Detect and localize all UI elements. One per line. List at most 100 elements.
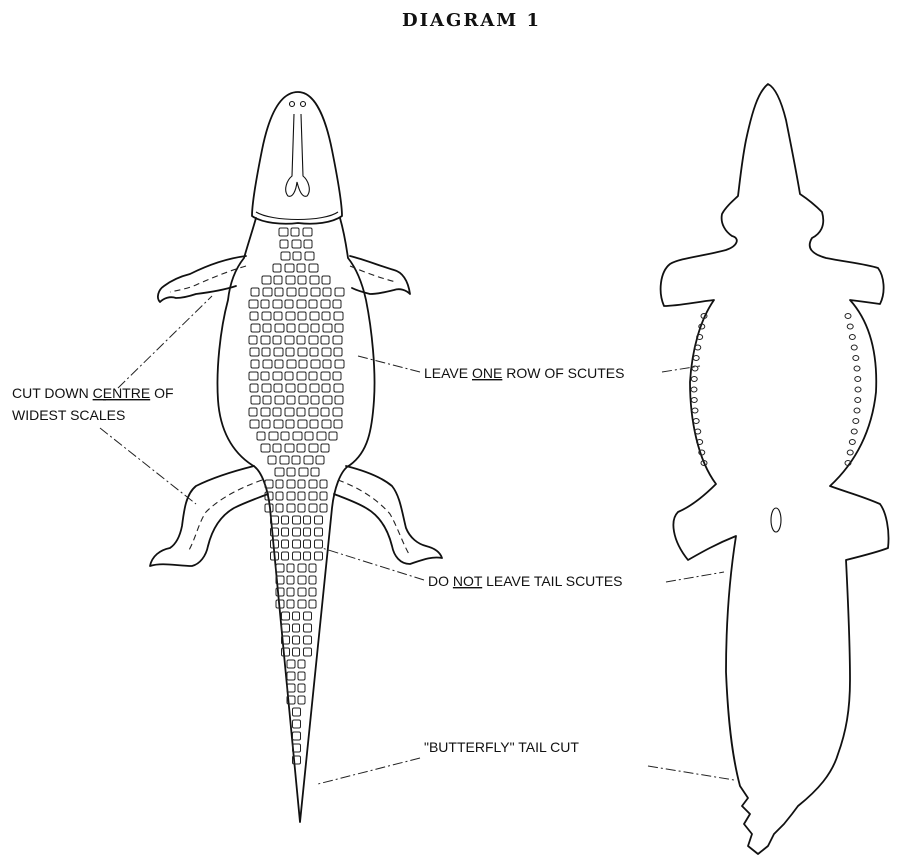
scute xyxy=(274,348,283,356)
scute xyxy=(263,360,272,368)
scute xyxy=(305,432,313,440)
scute xyxy=(309,264,318,272)
scute xyxy=(851,345,857,350)
scute xyxy=(316,456,324,464)
scute xyxy=(293,612,300,620)
label-cut-post: OF xyxy=(150,385,173,401)
scute xyxy=(333,300,341,308)
scute xyxy=(691,387,697,392)
scute xyxy=(287,468,295,476)
scute xyxy=(298,276,306,284)
left-body-outline xyxy=(217,218,374,822)
scute xyxy=(293,708,301,716)
scute xyxy=(274,384,282,392)
left-snout-mark xyxy=(286,114,310,196)
scute xyxy=(297,408,305,416)
scute xyxy=(262,312,271,320)
label-cut-line2: WIDEST SCALES xyxy=(12,407,125,423)
scute xyxy=(297,336,305,344)
label-butterfly-tail-cut: "BUTTERFLY" TAIL CUT xyxy=(318,739,734,784)
scute xyxy=(309,444,318,452)
scute xyxy=(695,345,701,350)
left-jaw-line xyxy=(256,212,338,220)
scute xyxy=(287,324,295,332)
right-scute-rows xyxy=(691,314,861,466)
scute xyxy=(286,348,294,356)
scute xyxy=(855,398,861,403)
scute xyxy=(292,240,301,248)
scute xyxy=(854,408,860,413)
scute xyxy=(287,600,294,608)
scute xyxy=(262,276,271,284)
scute xyxy=(317,432,326,440)
scute xyxy=(304,516,311,524)
scute xyxy=(321,372,330,380)
scute xyxy=(250,312,258,320)
scute xyxy=(692,408,698,413)
scute xyxy=(298,672,305,680)
scute xyxy=(853,419,859,424)
label-butterfly: "BUTTERFLY" TAIL CUT xyxy=(424,739,579,755)
scute xyxy=(275,360,283,368)
label-cut-pre: CUT DOWN xyxy=(12,385,93,401)
scute xyxy=(304,540,311,548)
scute xyxy=(287,588,294,596)
scute xyxy=(251,396,260,404)
scute xyxy=(333,336,342,344)
scute xyxy=(309,564,316,572)
scute xyxy=(304,456,313,464)
scute xyxy=(299,360,307,368)
scute xyxy=(299,396,308,404)
scute xyxy=(293,624,300,632)
scute xyxy=(322,420,331,428)
scute xyxy=(855,387,861,392)
scute xyxy=(304,624,312,632)
scute xyxy=(280,240,288,248)
scute xyxy=(311,360,320,368)
scute xyxy=(293,252,301,260)
label-cut-down-centre: CUT DOWN CENTRE OF WIDEST SCALES xyxy=(12,296,212,504)
scute xyxy=(322,384,330,392)
scute xyxy=(293,516,301,524)
scute xyxy=(276,480,283,488)
leader-butterfly-right xyxy=(648,766,734,780)
scute xyxy=(334,312,343,320)
scute xyxy=(279,228,288,236)
scute xyxy=(321,408,329,416)
scute xyxy=(282,552,289,560)
scute xyxy=(273,372,282,380)
label-leave-underlined: ONE xyxy=(472,365,502,381)
scute xyxy=(251,360,259,368)
scute xyxy=(286,312,295,320)
scute xyxy=(275,396,284,404)
scute xyxy=(287,480,295,488)
scute xyxy=(309,336,318,344)
scute xyxy=(282,612,290,620)
scute xyxy=(320,504,327,512)
scute xyxy=(311,288,320,296)
scute xyxy=(310,348,318,356)
scute xyxy=(333,408,342,416)
scute xyxy=(261,300,269,308)
scute xyxy=(297,264,305,272)
scute xyxy=(285,264,294,272)
scute xyxy=(311,324,319,332)
scute xyxy=(309,372,317,380)
scute xyxy=(274,420,283,428)
label-do-not-leave-tail: DO NOT LEAVE TAIL SCUTES xyxy=(322,548,724,589)
leader-leave-left xyxy=(358,356,420,372)
left-rear-leg-right xyxy=(334,466,442,564)
scute xyxy=(304,636,312,644)
scute xyxy=(274,276,282,284)
scute xyxy=(287,492,295,500)
leader-cut-lower xyxy=(100,428,196,504)
scute xyxy=(847,450,853,455)
scute xyxy=(249,300,258,308)
scute xyxy=(334,384,343,392)
svg-text:CUT DOWN CENTRE OF: CUT DOWN CENTRE OF xyxy=(12,385,174,401)
scute xyxy=(298,492,305,500)
label-leave-pre: LEAVE xyxy=(424,365,472,381)
left-nostril-left xyxy=(290,102,295,107)
scute xyxy=(335,360,344,368)
